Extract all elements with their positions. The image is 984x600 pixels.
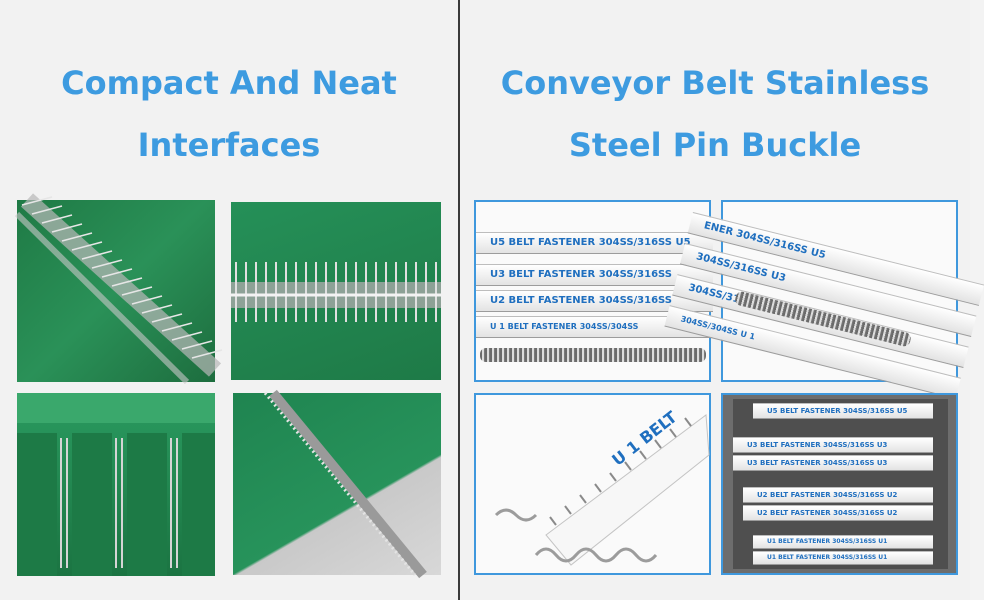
fastener-coil	[480, 348, 706, 362]
fastener-photo-boxed-set: U5 BELT FASTENER 304SS/316SS U5 U3 BELT …	[721, 393, 958, 575]
rolled-belt-graphic	[17, 393, 215, 576]
fastener-strip-u3: U3 BELT FASTENER 304SS/316SS	[476, 264, 713, 286]
boxed-strip-u1a: U1 BELT FASTENER 304SS/316SS U1	[753, 535, 933, 549]
fastener-photo-angled-set: ENER 304SS/316SS U5 304SS/316SS U3 304SS…	[664, 200, 984, 400]
left-heading-line2: Interfaces	[137, 126, 321, 164]
left-heading: Compact And Neat Interfaces	[0, 52, 458, 176]
fastener-photo-strip-set: U5 BELT FASTENER 304SS/316SS U5 U3 BELT …	[474, 200, 713, 382]
boxed-strip-u2b: U2 BELT FASTENER 304SS/316SS U2	[743, 505, 933, 521]
boxed-strip-u5: U5 BELT FASTENER 304SS/316SS U5	[753, 403, 933, 419]
right-heading-line2: Steel Pin Buckle	[568, 126, 862, 164]
belt-photo-rolled-belt	[17, 393, 215, 576]
boxed-strip-u3a: U3 BELT FASTENER 304SS/316SS U3	[733, 437, 933, 453]
closeup-lacing-graphic	[231, 262, 441, 322]
box-tray: U5 BELT FASTENER 304SS/316SS U5 U3 BELT …	[733, 399, 948, 569]
fastener-strip-u2: U2 BELT FASTENER 304SS/316SS	[476, 290, 713, 312]
u1-closeup-graphic	[494, 414, 710, 566]
right-heading: Conveyor Belt Stainless Steel Pin Buckle	[460, 52, 970, 176]
fastener-strip-u5: U5 BELT FASTENER 304SS/316SS U5	[476, 232, 713, 254]
fastener-strip-u1: U 1 BELT FASTENER 304SS/304SS	[476, 316, 713, 338]
edge-lacing-graphic	[263, 389, 427, 579]
boxed-strip-u3b: U3 BELT FASTENER 304SS/316SS U3	[733, 455, 933, 471]
boxed-strip-u1b: U1 BELT FASTENER 304SS/316SS U1	[753, 551, 933, 565]
boxed-strip-u2a: U2 BELT FASTENER 304SS/316SS U2	[743, 487, 933, 503]
belt-photo-edge-joint	[233, 389, 441, 579]
belt-photo-diagonal-joint	[14, 193, 223, 385]
right-heading-line1: Conveyor Belt Stainless	[500, 64, 930, 102]
belt-photo-closeup-joint	[231, 202, 441, 380]
diagonal-lacing-graphic	[14, 193, 223, 385]
fastener-photo-u1-closeup: U 1 BELT	[474, 393, 711, 575]
panel-divider	[458, 0, 460, 600]
left-heading-line1: Compact And Neat	[61, 64, 397, 102]
